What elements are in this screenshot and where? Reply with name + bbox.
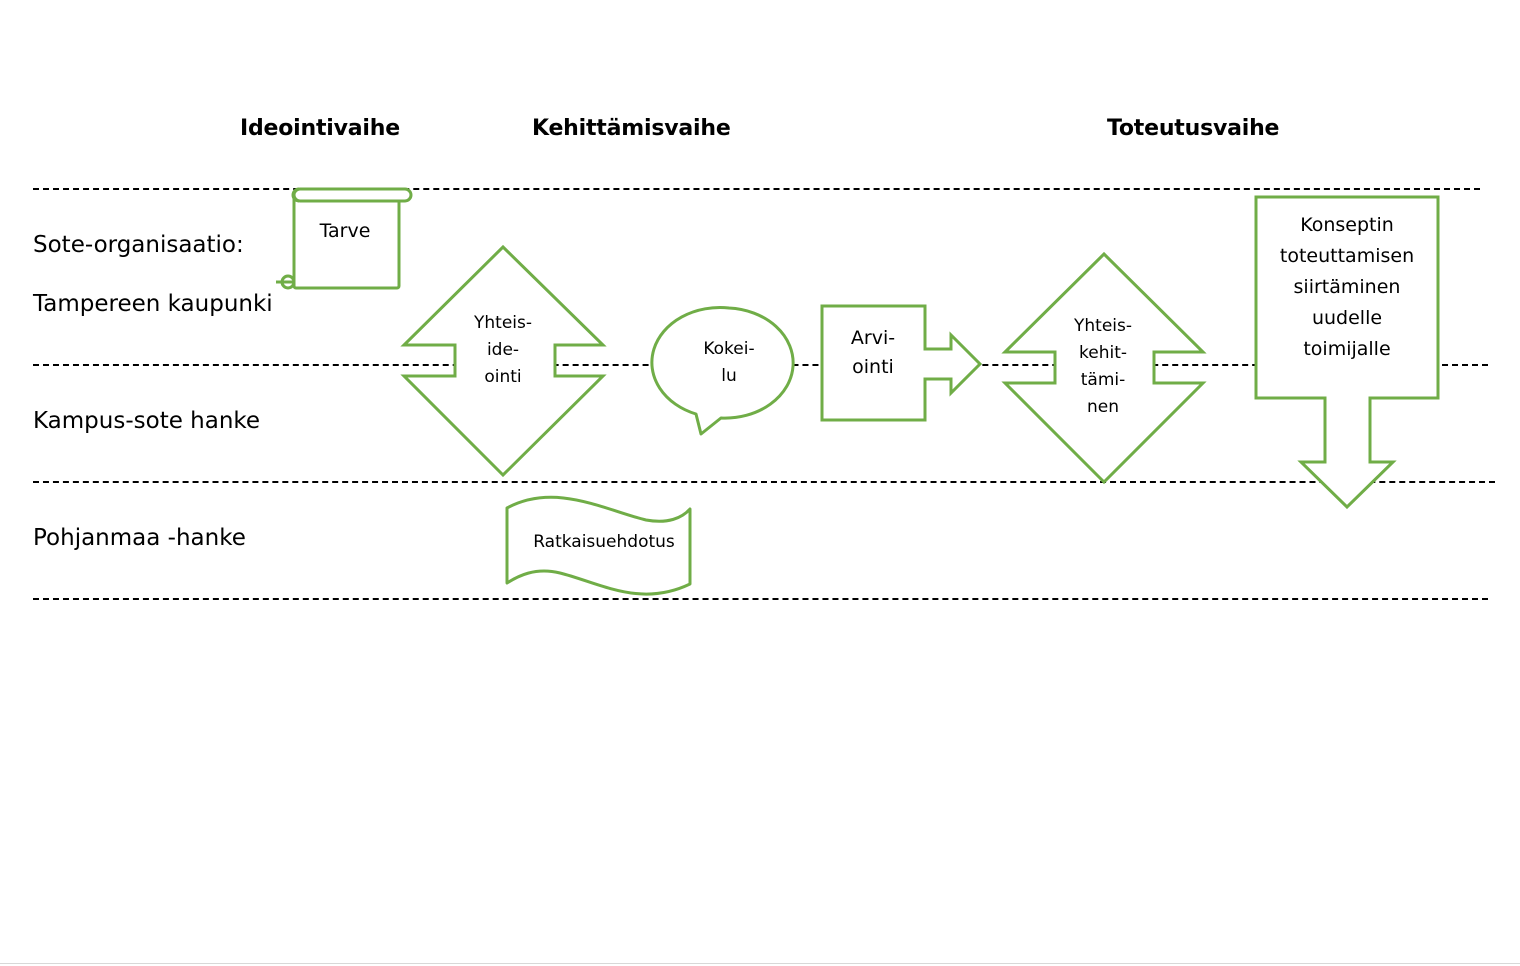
lane-divider: [33, 481, 1495, 483]
arviointi-label: Arvi- ointi: [823, 324, 923, 382]
yhteiskehittaminen-line-1: Yhteis-: [1074, 316, 1132, 336]
arviointi-line-2: ointi: [852, 356, 894, 378]
kokeilu-speech-bubble-shape: [650, 306, 795, 436]
lane-label-tampereen-kaupunki: Tampereen kaupunki: [33, 291, 273, 317]
lane-divider: [33, 598, 1488, 600]
konsepti-line-3: siirtäminen: [1293, 276, 1401, 298]
tarve-scroll-shape: [276, 187, 413, 290]
kokeilu-line-1: Kokei-: [703, 339, 755, 359]
yhteisideointi-label: Yhteis- ide- ointi: [453, 310, 553, 391]
ratkaisuehdotus-wave-shape: [505, 495, 692, 596]
konsepti-line-1: Konseptin: [1300, 214, 1394, 236]
arviointi-arrow-callout-shape: [820, 304, 983, 422]
phase-kehittamisvaihe: Kehittämisvaihe: [532, 116, 731, 141]
konsepti-line-4: uudelle: [1311, 307, 1383, 329]
yhteiskehittaminen-line-4: nen: [1086, 397, 1119, 417]
yhteiskehittaminen-line-2: kehit-: [1079, 343, 1127, 363]
lane-label-sote-organisaatio: Sote-organisaatio:: [33, 232, 244, 258]
phase-toteutusvaihe: Toteutusvaihe: [1107, 116, 1280, 141]
tarve-label: Tarve: [319, 220, 371, 242]
lane-label-kampus-sote: Kampus-sote hanke: [33, 408, 261, 434]
yhteisideointi-line-1: Yhteis-: [474, 313, 532, 333]
yhteisideointi-line-3: ointi: [484, 367, 522, 387]
kokeilu-line-2: lu: [721, 366, 737, 386]
konsepti-down-arrow-callout-shape: [1254, 195, 1440, 510]
konsepti-label: Konseptin toteuttamisen siirtäminen uude…: [1262, 210, 1432, 365]
yhteiskehittaminen-shape: [1001, 251, 1207, 485]
arviointi-line-1: Arvi-: [850, 327, 896, 349]
lane-divider: [33, 188, 1480, 190]
yhteisideointi-line-2: ide-: [486, 340, 520, 360]
konsepti-line-5: toimijalle: [1303, 338, 1391, 360]
konsepti-line-2: toteuttamisen: [1279, 245, 1415, 267]
ratkaisuehdotus-label: Ratkaisuehdotus: [533, 532, 675, 552]
page-bottom-rule: [0, 963, 1520, 964]
yhteisideointi-shape: [400, 244, 607, 478]
lane-label-pohjanmaa: Pohjanmaa -hanke: [33, 525, 246, 551]
yhteiskehittaminen-label: Yhteis- kehit- tämi- nen: [1053, 313, 1153, 421]
kokeilu-label: Kokei- lu: [679, 336, 779, 390]
phase-ideointivaihe: Ideointivaihe: [240, 116, 400, 141]
yhteiskehittaminen-line-3: tämi-: [1080, 370, 1126, 390]
